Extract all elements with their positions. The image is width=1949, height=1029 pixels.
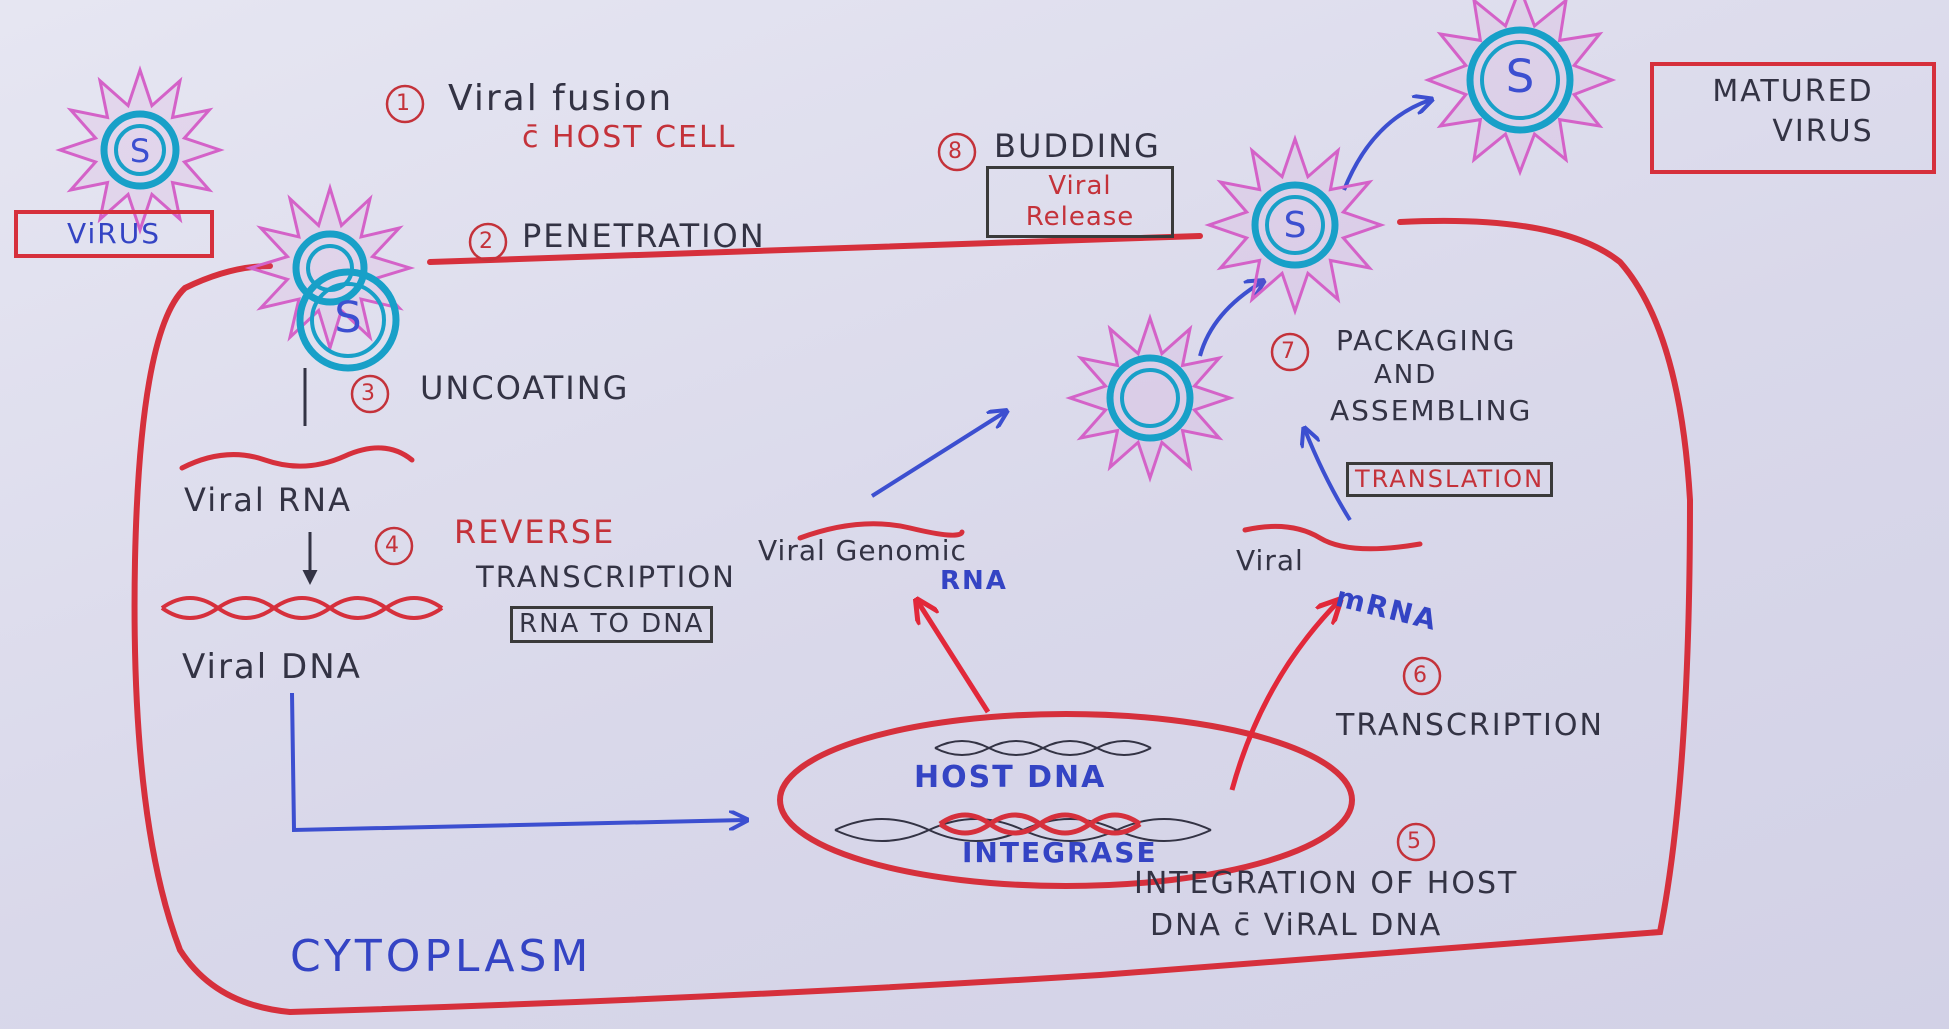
step1-number: 1 xyxy=(396,91,410,116)
genomic-rna-label-line2: RNA xyxy=(940,566,1008,596)
virus-spikes xyxy=(55,65,225,235)
step4-circle xyxy=(374,526,414,566)
viral-rna-label: Viral RNA xyxy=(184,481,352,519)
capsid-inner-ring xyxy=(1265,195,1325,255)
step5-line2: DNA c̄ ViRAL DNA xyxy=(1150,908,1443,943)
release-line2: Release xyxy=(1025,202,1135,233)
viral-dna-label: Viral DNA xyxy=(182,647,362,687)
step4-line2: TRANSCRIPTION xyxy=(476,560,736,594)
capsid-ring xyxy=(296,268,400,372)
virus-spikes xyxy=(1065,313,1235,483)
arrow-nucleus-to-mrna xyxy=(1229,602,1338,791)
cell-membrane xyxy=(131,217,1694,1016)
step6-circle xyxy=(1402,656,1442,696)
genomic-rna-label-line1: Viral Genomic xyxy=(758,534,967,567)
rna-to-dna-box: RNA TO DNA xyxy=(510,606,714,644)
step2-number: 2 xyxy=(479,229,493,254)
cytoplasm-label: CYTOPLASM xyxy=(290,931,593,982)
step5-line1: INTEGRATION OF HOST xyxy=(1134,866,1519,901)
viral-release-box: Viral Release xyxy=(986,166,1174,239)
step3-text: UNCOATING xyxy=(420,369,630,407)
viral-dna-helix-icon xyxy=(160,596,444,620)
capsid-ring xyxy=(1251,181,1339,269)
arrow-dna-to-nucleus xyxy=(290,692,745,833)
capsid-symbol: S xyxy=(334,293,361,343)
step7-circle xyxy=(1270,332,1310,372)
viral-rna-strand-icon xyxy=(179,445,415,471)
capsid-inner-ring xyxy=(1120,368,1180,428)
step2-text: PENETRATION xyxy=(522,217,766,255)
virus-spikes xyxy=(244,182,416,354)
capsid-symbol: S xyxy=(1284,205,1307,246)
arrow-assembly-to-budding xyxy=(1198,282,1262,357)
step4-number: 4 xyxy=(385,533,399,558)
matured-virus-icon: S xyxy=(1423,0,1617,177)
matured-label-line2: VIRUS xyxy=(1772,113,1874,149)
capsid-ring xyxy=(292,230,368,306)
virus-label: ViRUS xyxy=(66,217,162,250)
integrated-dna-helix-icon xyxy=(834,812,1212,842)
capsid-ring xyxy=(100,110,180,190)
arrow-budding-to-matured xyxy=(1342,100,1430,191)
capsid-ring xyxy=(1466,26,1574,134)
capsid-inner-ring xyxy=(1480,40,1560,120)
virus-spikes xyxy=(1204,134,1386,316)
step8-number: 8 xyxy=(948,139,962,164)
step6-text: TRANSCRIPTION xyxy=(1336,708,1604,743)
step7-number: 7 xyxy=(1281,339,1295,364)
step6-number: 6 xyxy=(1413,663,1427,688)
virus-label-box: ViRUS xyxy=(14,210,214,258)
translation-box: TRANSLATION xyxy=(1346,462,1554,498)
step7-line2: AND xyxy=(1374,360,1438,390)
matured-label-line1: MATURED xyxy=(1712,74,1874,109)
nucleus-membrane xyxy=(777,711,1355,889)
step1-line1: Viral fusion xyxy=(448,78,674,119)
genomic-rna-strand-icon xyxy=(797,521,965,541)
step2-circle xyxy=(468,222,508,262)
integrase-label: INTEGRASE xyxy=(962,836,1158,869)
host-dna-label: HOST DNA xyxy=(914,760,1107,795)
arrow-translation-up xyxy=(1305,430,1352,522)
mrna-strand-icon xyxy=(1242,523,1423,552)
capsid-inner-ring xyxy=(310,282,386,358)
arrow-genomic-rna-to-assembly xyxy=(870,412,1005,498)
step3-circle xyxy=(350,374,390,414)
step8-text: BUDDING xyxy=(994,127,1161,165)
entering-virus-capsid-icon: S xyxy=(296,268,400,372)
step1-circle xyxy=(385,84,425,124)
mrna-label-part1: Viral xyxy=(1236,544,1304,577)
capsid-ring xyxy=(1106,354,1194,442)
step5-circle xyxy=(1396,822,1436,862)
step1-line2: c̄ HOST CELL xyxy=(522,120,737,155)
capsid-inner-ring xyxy=(114,124,166,176)
step5-number: 5 xyxy=(1407,829,1421,854)
step8-circle xyxy=(937,132,977,172)
release-line1: Viral xyxy=(1048,171,1112,201)
arrow-nucleus-to-genomic-rna xyxy=(918,602,991,714)
capsid-symbol: S xyxy=(130,132,150,170)
step7-line3: ASSEMBLING xyxy=(1330,394,1533,427)
assembled-virus-icon xyxy=(1065,313,1235,483)
host-dna-helix-icon xyxy=(934,740,1152,756)
matured-virus-box: MATURED VIRUS xyxy=(1650,62,1936,174)
budding-virus-icon: S xyxy=(1204,134,1386,316)
step4-line1: REVERSE xyxy=(454,513,616,551)
step3-number: 3 xyxy=(361,381,375,406)
step7-line1: PACKAGING xyxy=(1336,324,1517,357)
virus-spikes xyxy=(1423,0,1617,177)
capsid-symbol: S xyxy=(1506,50,1535,103)
entering-virus-outer-icon xyxy=(244,182,416,354)
free-virus-icon: S xyxy=(55,65,225,235)
